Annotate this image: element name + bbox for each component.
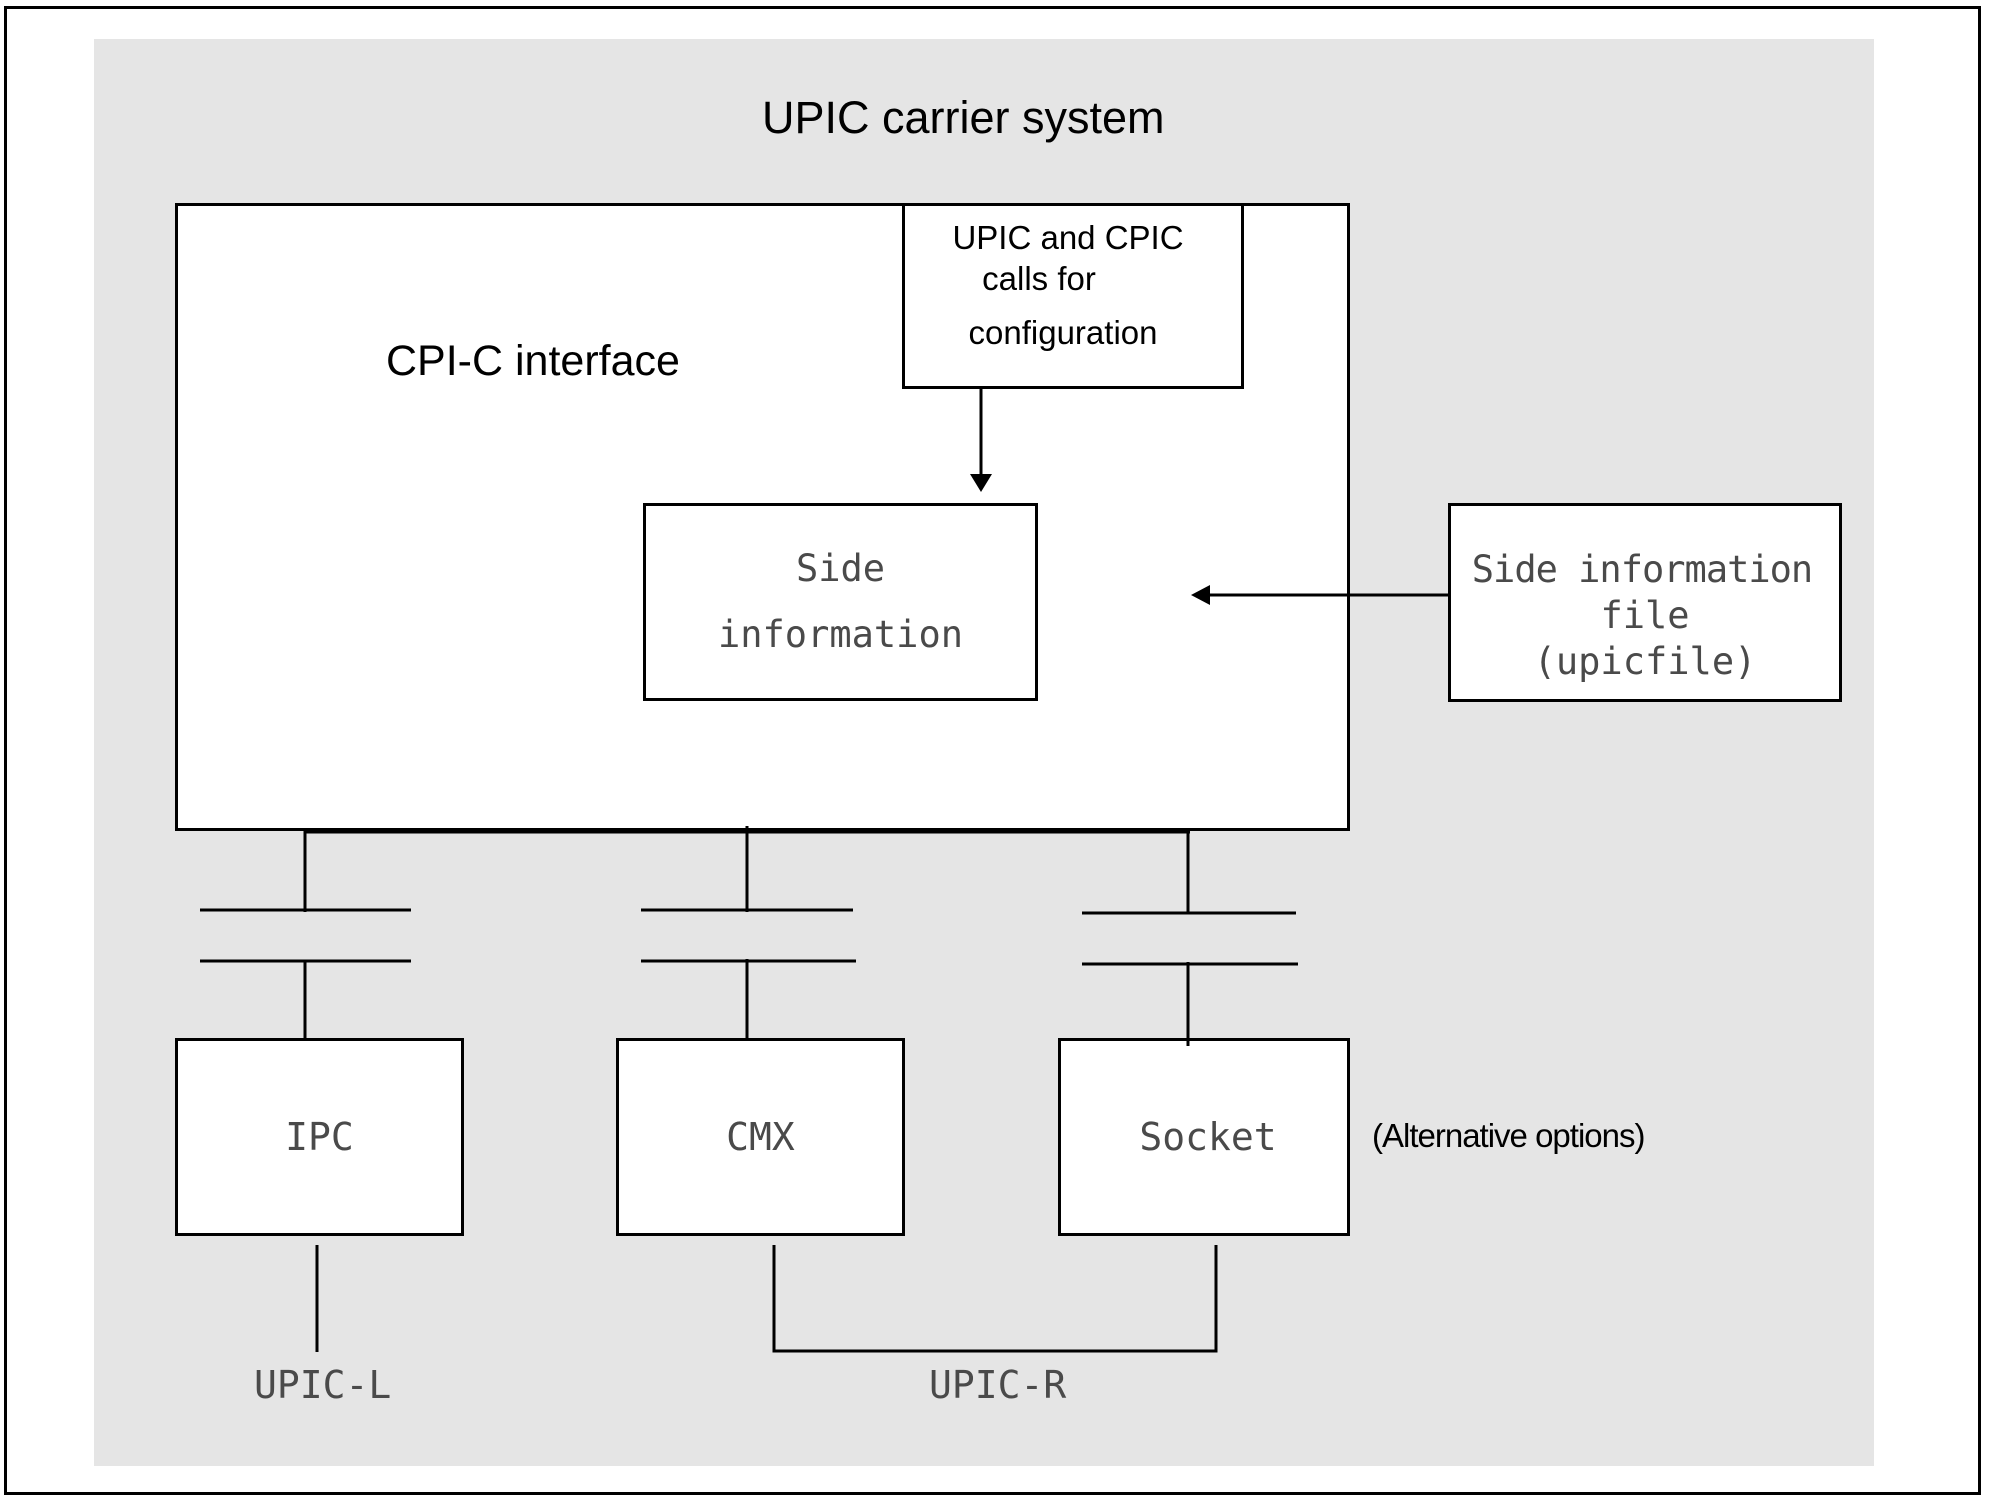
config-calls-box: UPIC and CPIC calls for configuration	[902, 203, 1244, 389]
ipc-label: IPC	[285, 1115, 354, 1159]
config-line-1: UPIC and CPIC	[952, 219, 1184, 256]
config-line-3: configuration	[968, 313, 1158, 351]
diagram-title: UPIC carrier system	[762, 92, 1165, 143]
side-info-line-1: Side	[795, 547, 886, 590]
upic-r-label: UPIC-R	[929, 1363, 1067, 1407]
upic-l-label: UPIC-L	[254, 1363, 392, 1407]
socket-label: Socket	[1139, 1115, 1277, 1159]
ipc-box: IPC	[175, 1038, 464, 1236]
side-info-file-line-1: Side information	[1471, 548, 1813, 591]
socket-box: Socket	[1058, 1038, 1350, 1236]
side-info-line-2: information	[717, 613, 964, 656]
cmx-label: CMX	[726, 1115, 795, 1159]
outer-frame	[4, 6, 1981, 1495]
cpi-c-interface-label: CPI-C interface	[386, 337, 680, 385]
side-information-box: Side information	[643, 503, 1038, 701]
side-information-file-box: Side information file (upicfile)	[1448, 503, 1842, 702]
config-line-2: calls for	[982, 260, 1096, 298]
side-info-file-line-2: file	[1600, 594, 1690, 637]
alternatives-note: (Alternative options)	[1372, 1117, 1645, 1154]
cmx-box: CMX	[616, 1038, 905, 1236]
side-info-file-line-3: (upicfile)	[1533, 640, 1757, 683]
